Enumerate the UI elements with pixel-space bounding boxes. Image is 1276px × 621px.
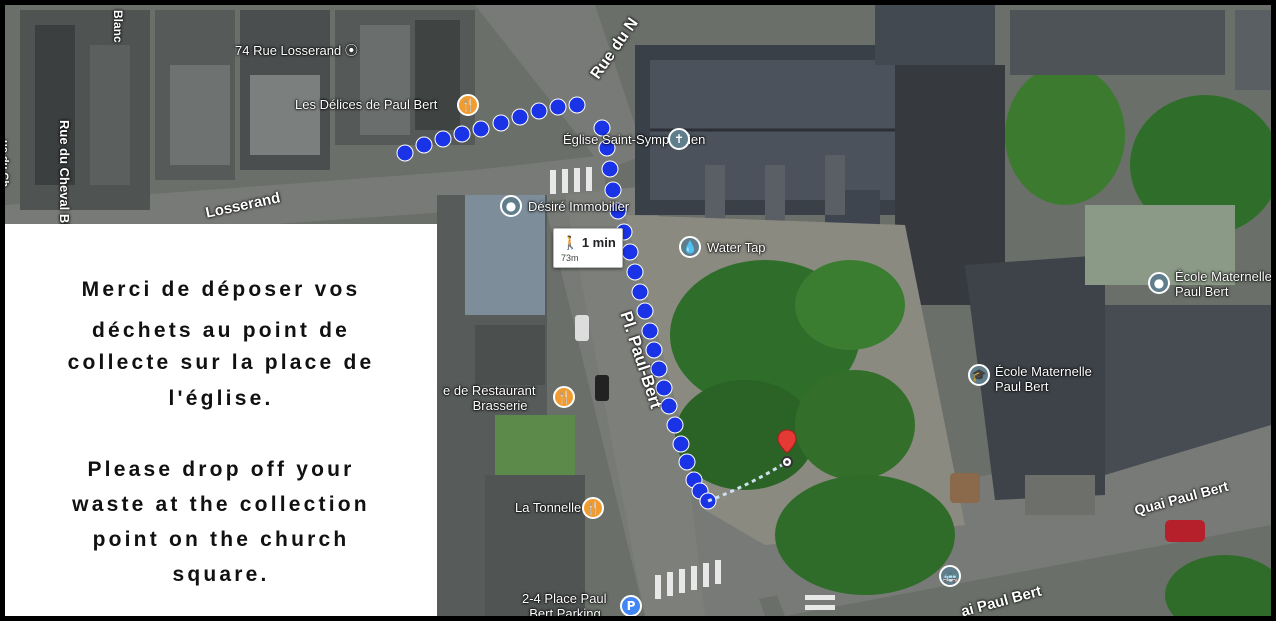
- street-label-blanc: Blanc: [111, 10, 125, 43]
- trees: [670, 65, 1271, 616]
- walk-time: 1 min: [581, 235, 616, 250]
- notice-fr-line-3: collecte sur la place de: [67, 351, 375, 374]
- circle-dot-icon: ⦿: [344, 43, 358, 58]
- route-dot: [601, 160, 619, 178]
- buildings-left-middle: [437, 195, 585, 616]
- route-dot: [672, 435, 690, 453]
- route-dot: [678, 453, 696, 471]
- fork-knife-icon-restaurant[interactable]: 🍴: [553, 386, 575, 408]
- route-dot: [666, 416, 684, 434]
- route-dot: [434, 130, 452, 148]
- buildings-top-left: [20, 10, 475, 210]
- place-label-water-tap: Water Tap: [707, 240, 766, 255]
- fork-knife-icon-tonnelle[interactable]: 🍴: [582, 497, 604, 519]
- notice-fr-line-1: Merci de déposer vos: [81, 278, 361, 301]
- route-dot: [631, 283, 649, 301]
- place-label-desire: Désiré Immobilier: [528, 199, 630, 214]
- route-dot: [453, 125, 471, 143]
- route-dot: [660, 397, 678, 415]
- route-dot: [604, 181, 622, 199]
- parking-icon[interactable]: P: [620, 595, 642, 616]
- walking-person-icon: 🚶: [562, 235, 579, 250]
- walk-distance: 73m: [561, 253, 579, 263]
- walking-time-callout[interactable]: 🚶 1 min 73m: [553, 228, 623, 268]
- route-dot: [568, 96, 586, 114]
- graduation-cap-icon[interactable]: 🎓: [968, 364, 990, 386]
- route-dot: [396, 144, 414, 162]
- route-dot: [650, 360, 668, 378]
- route-dot: [626, 263, 644, 281]
- bus-icon[interactable]: 🚌: [939, 565, 961, 587]
- route-dot: [655, 379, 673, 397]
- place-dot-icon-school-right[interactable]: ●: [1148, 272, 1170, 294]
- water-drop-icon[interactable]: 💧: [679, 236, 701, 258]
- cross-icon[interactable]: ✝: [668, 128, 690, 150]
- fork-knife-icon[interactable]: 🍴: [457, 94, 479, 116]
- walking-route: [396, 96, 717, 510]
- place-dot-icon[interactable]: ●: [500, 195, 522, 217]
- route-dot: [530, 102, 548, 120]
- route-final-segment: [707, 461, 786, 503]
- red-pin-icon[interactable]: [776, 429, 798, 469]
- route-dot: [598, 139, 616, 157]
- route-dot: [641, 322, 659, 340]
- route-dot: [415, 136, 433, 154]
- route-dot: [472, 120, 490, 138]
- place-label-la-tonnelle: La Tonnelle: [515, 500, 582, 515]
- notice-fr-line-2: déchets au point de: [92, 319, 350, 342]
- place-label-restaurant: e de Restaurant Brasserie: [443, 383, 536, 413]
- place-label-parking: 2-4 Place Paul Bert Parking: [522, 591, 607, 621]
- notice-panel: Merci de déposer vos déchets au point de…: [5, 224, 437, 616]
- notice-en-line-1: Please drop off your: [87, 458, 355, 481]
- buildings-right: [965, 10, 1271, 515]
- notice-en-line-4: square.: [172, 563, 270, 586]
- notice-fr-line-4: l'église.: [168, 387, 274, 410]
- notice-en-line-2: waste at the collection: [72, 493, 370, 516]
- route-dot: [549, 98, 567, 116]
- address-label: 74 Rue Losserand ⦿: [235, 43, 358, 58]
- route-dot: [511, 108, 529, 126]
- route-dot: [609, 202, 627, 220]
- notice-en-line-3: point on the church: [92, 528, 350, 551]
- route-dot: [621, 243, 639, 261]
- route-dot: [645, 341, 663, 359]
- crosswalks: [550, 167, 835, 610]
- parked-cars: [575, 315, 1205, 542]
- route-dot: [636, 302, 654, 320]
- place-label-les-delices: Les Délices de Paul Bert: [295, 97, 438, 112]
- route-dot: [593, 119, 611, 137]
- street-label-left-edge: ue du Ch: [0, 140, 10, 188]
- route-dot: [492, 114, 510, 132]
- church-building: [635, 5, 1005, 305]
